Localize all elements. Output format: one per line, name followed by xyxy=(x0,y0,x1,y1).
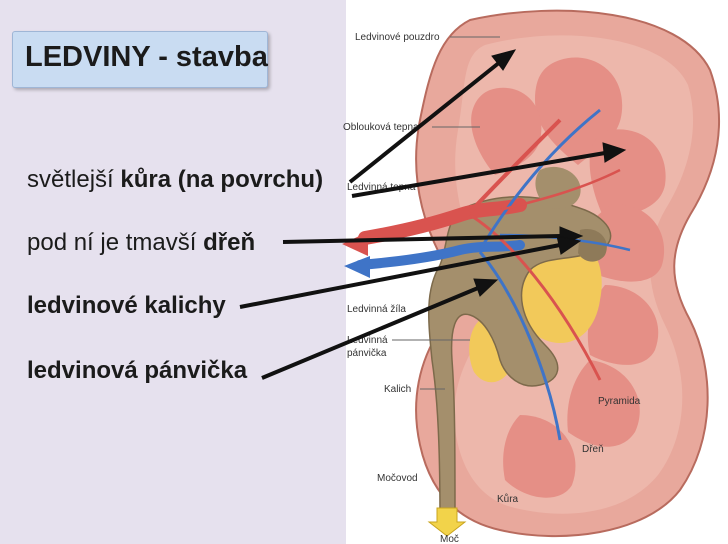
artery-inflow-arrow xyxy=(342,232,368,256)
text-line-calyces: ledvinové kalichy xyxy=(27,292,226,320)
label-calyx: Kalich xyxy=(384,384,411,395)
label-medulla: Dřeň xyxy=(582,444,604,455)
label-pelvis-2: pánvička xyxy=(347,348,387,359)
text-cortex-part1: světlejší xyxy=(27,166,120,193)
label-renal-vein: Ledvinná žíla xyxy=(347,304,406,315)
label-ureter: Močovod xyxy=(377,473,418,484)
label-pyramid: Pyramida xyxy=(598,396,641,407)
text-line-pelvis: ledvinová pánvička xyxy=(27,357,247,385)
text-line-cortex: světlejší kůra (na povrchu) xyxy=(27,166,323,194)
text-cortex-part2: kůra (na povrchu) xyxy=(120,166,323,193)
text-line-medulla: pod ní je tmavší dřeň xyxy=(27,229,255,257)
text-medulla-part2: dřeň xyxy=(203,229,255,256)
text-medulla-part1: pod ní je tmavší xyxy=(27,229,203,256)
slide-title: LEDVINY - stavba xyxy=(25,41,268,74)
title-box: LEDVINY - stavba xyxy=(12,31,268,88)
vein-outflow-arrow xyxy=(344,256,370,278)
label-arcuate-artery: Oblouková tepna xyxy=(343,122,419,133)
label-capsule: Ledvinové pouzdro xyxy=(355,32,440,43)
label-cortex: Kůra xyxy=(497,493,519,505)
label-urine: Moč xyxy=(440,534,459,544)
